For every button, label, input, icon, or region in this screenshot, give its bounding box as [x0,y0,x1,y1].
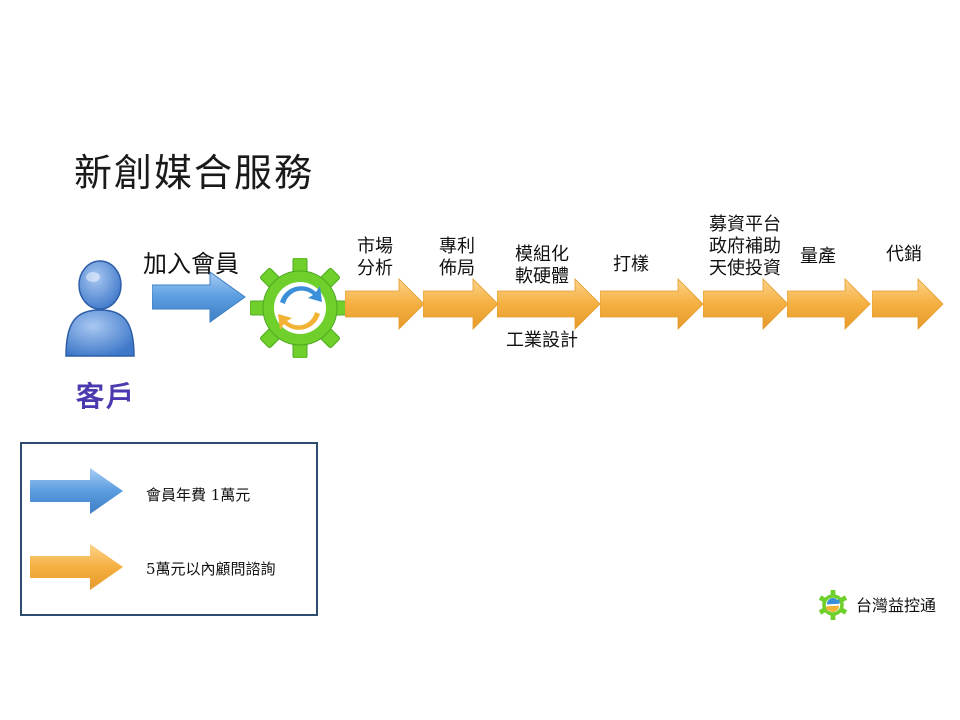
orange-arrow-icon [871,278,944,330]
orange-arrow-icon [599,278,704,330]
person-icon [62,258,138,358]
step-label: 代銷 [844,244,960,266]
legend: 會員年費 1萬元 5萬元以內顧問諮詢 [20,442,318,616]
step-label: 模組化軟硬體 [482,244,602,288]
customer-label: 客戶 [76,380,137,413]
orange-arrow-icon [786,278,871,330]
page-title: 新創媒合服務 [74,151,315,195]
step-label-line: 專利 [439,236,475,257]
legend-member-fee: 會員年費 1萬元 [146,486,251,504]
step-label: 募資平台政府補助天使投資 [685,214,805,280]
step-label-line: 募資平台 [709,214,781,235]
step-label-line: 量產 [800,246,836,267]
join-member-label: 加入會員 [143,250,239,278]
step-label-line: 模組化 [515,244,569,265]
orange-arrow-icon [344,278,425,330]
step-label-line: 佈局 [439,258,475,279]
step-label: 打樣 [571,254,691,276]
step-label-line: 打樣 [613,254,649,275]
orange-arrow-icon [702,278,789,330]
orange-arrow-icon [496,278,601,330]
recycle-gear-icon [249,257,351,359]
step-label: 市場分析 [315,236,435,280]
step-label-line: 政府補助 [709,236,781,257]
step-below-label: 工業設計 [506,330,578,351]
legend-blue-arrow-icon [30,466,125,516]
orange-arrow-icon [422,278,499,330]
legend-consulting: 5萬元以內顧問諮詢 [146,560,276,578]
step-label-line: 分析 [357,258,393,279]
brand-gear-icon [818,590,848,620]
blue-arrow-icon [151,270,247,324]
step-label-line: 代銷 [886,244,922,265]
step-label-line: 市場 [357,236,393,257]
step-label: 量產 [758,246,878,268]
step-label-line: 軟硬體 [515,266,569,287]
legend-orange-arrow-icon [30,542,125,592]
step-label-line: 天使投資 [709,258,781,279]
brand-name: 台灣益控通 [856,596,937,615]
step-label: 專利佈局 [397,236,517,280]
